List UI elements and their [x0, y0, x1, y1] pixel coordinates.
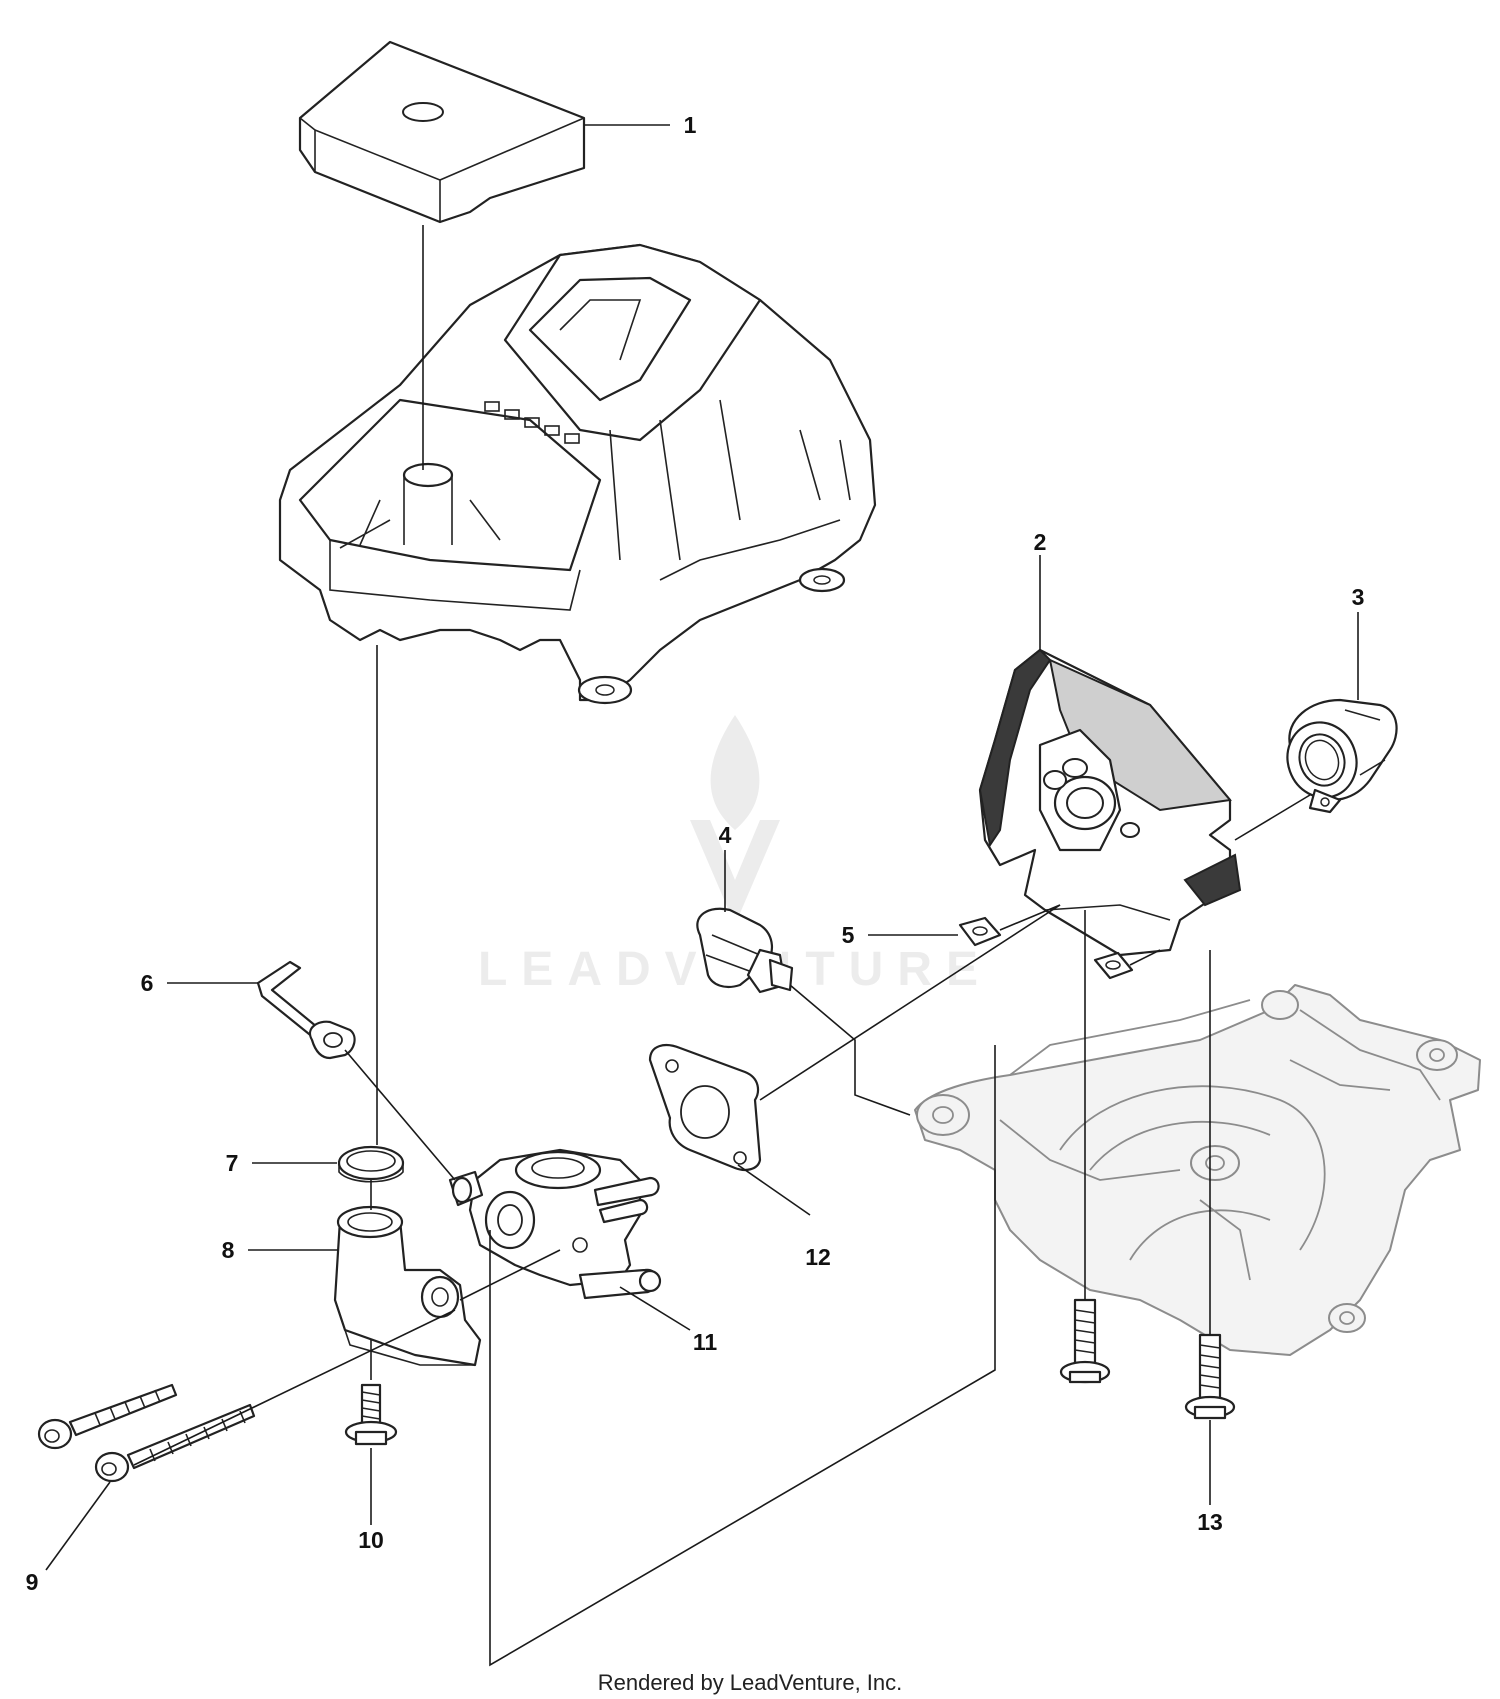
square-nut-part-5: [958, 916, 1134, 980]
intake-boot-part-3: [1286, 698, 1398, 814]
callout-1: 1: [684, 112, 697, 138]
footer-credit: Rendered by LeadVenture, Inc.: [598, 1670, 903, 1695]
air-filter-part-1: [298, 40, 586, 224]
callout-4: 4: [719, 822, 732, 848]
callout-leaders: [45, 124, 1359, 1571]
flame-v-logo-icon: [690, 715, 780, 925]
callout-10: 10: [358, 1527, 384, 1553]
callout-5: 5: [842, 922, 855, 948]
callout-7: 7: [226, 1150, 239, 1176]
bolt-right-part-13: [1184, 1333, 1236, 1420]
callout-8: 8: [222, 1237, 235, 1263]
callout-11: 11: [693, 1329, 718, 1355]
callout-12: 12: [805, 1244, 831, 1270]
carburetor-elbow-part-8: [333, 1205, 482, 1367]
callout-13: 13: [1197, 1509, 1223, 1535]
callout-labels: 1 2 3 4 5 6 7 8 9 10 11 12 13: [26, 112, 1365, 1595]
screw-part-9: [37, 1383, 256, 1483]
callout-3: 3: [1352, 584, 1365, 610]
air-filter-housing: [278, 243, 877, 705]
assembly-lines: [133, 225, 1311, 1667]
intake-bracket-part-2: [978, 648, 1242, 957]
gasket-ring-part-7: [337, 1145, 405, 1183]
choke-lever-part-6: [256, 960, 356, 1060]
flange-gasket-part-12: [648, 1044, 762, 1171]
callout-9: 9: [26, 1569, 39, 1595]
callout-2: 2: [1034, 529, 1047, 555]
callout-6: 6: [141, 970, 154, 996]
carburetor-part-11: [448, 1148, 662, 1300]
screw-upper: [37, 1383, 178, 1450]
housing-grille: [484, 401, 580, 444]
bolt-part-10: [344, 1383, 398, 1446]
bolt-left-part-13: [1059, 1298, 1111, 1384]
crankcase-housing: [914, 984, 1481, 1356]
primer-bulb-part-4: [696, 907, 794, 994]
